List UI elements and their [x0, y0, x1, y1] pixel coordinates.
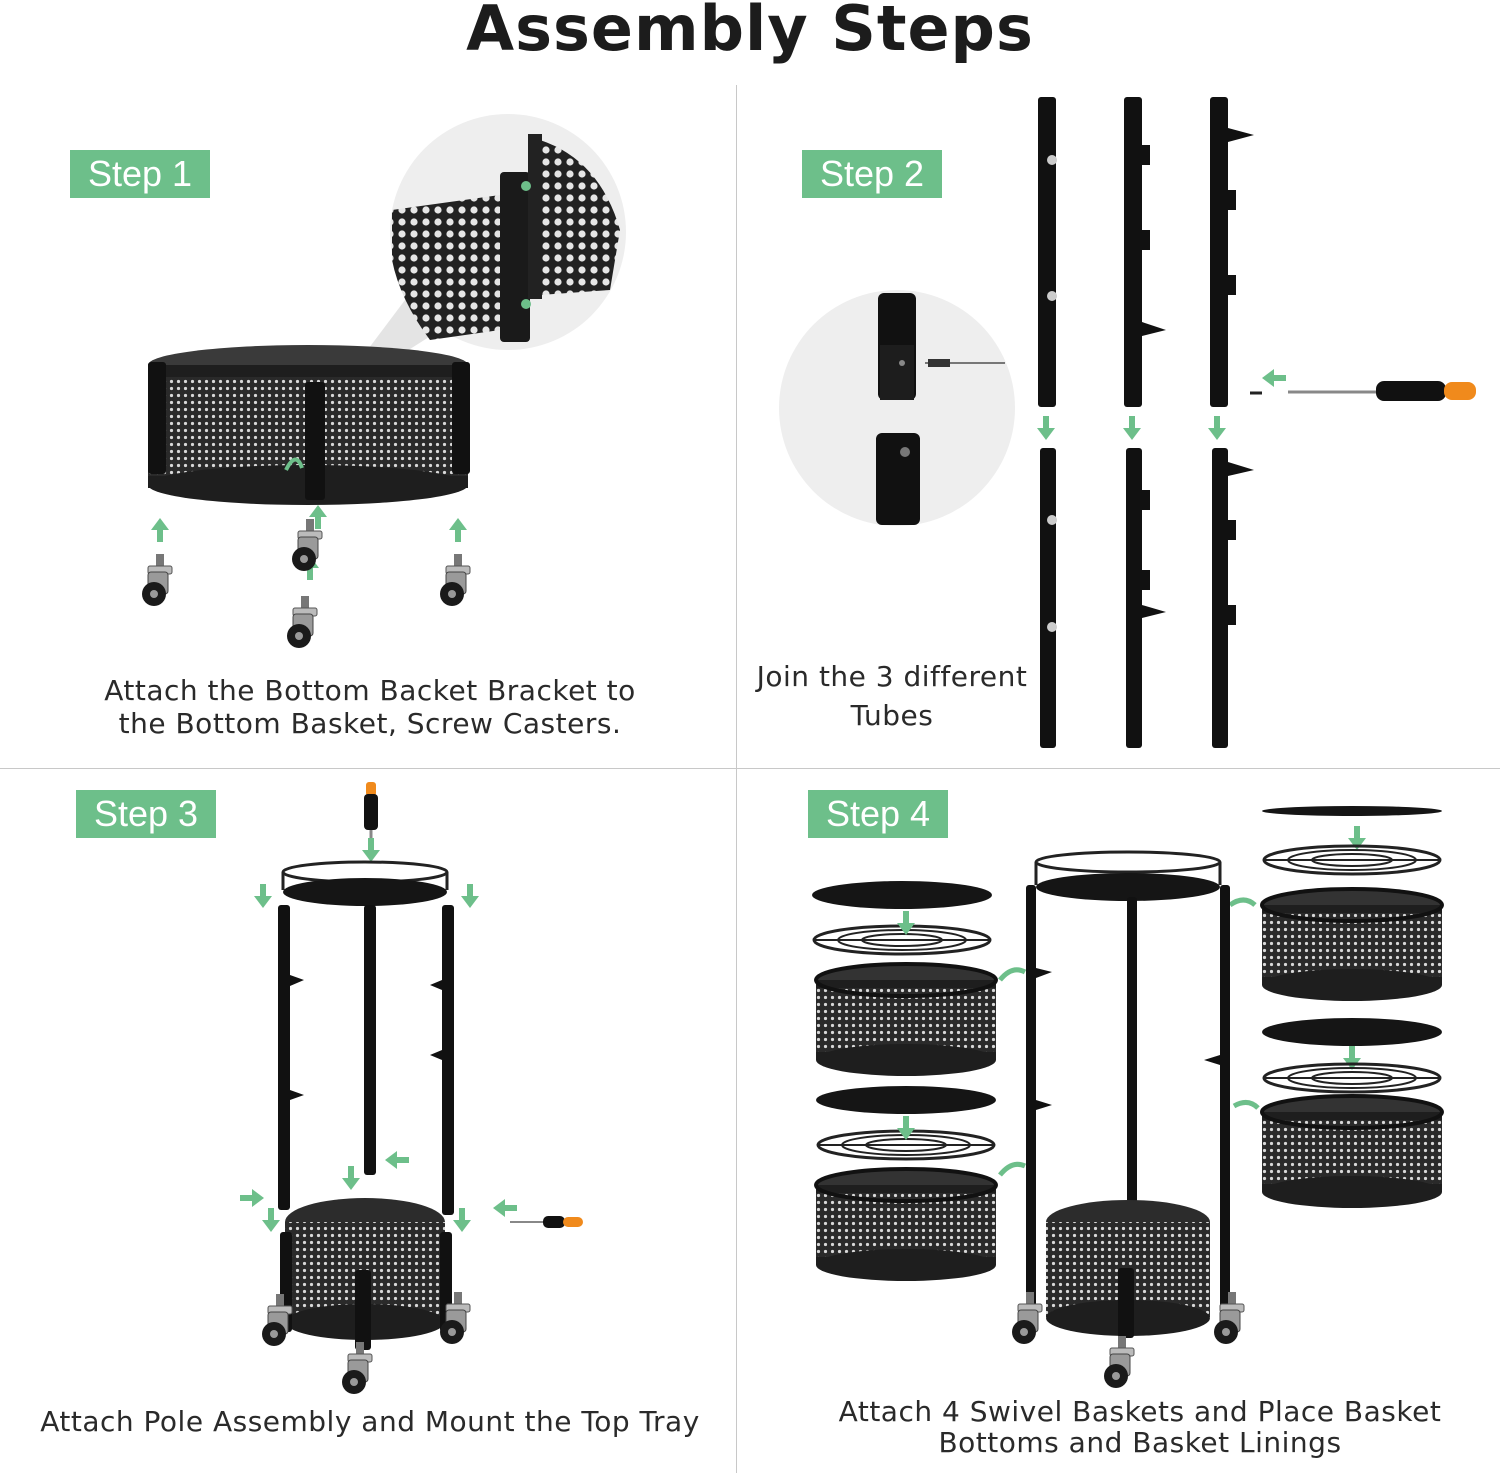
step-1-badge: Step 1 — [70, 150, 211, 198]
step-3-badge: Step 3 — [76, 790, 217, 838]
step-2-illustration — [779, 97, 1476, 748]
step-4-badge: Step 4 — [808, 790, 949, 838]
step-1-illustration — [141, 114, 626, 649]
step-4-caption: Attach 4 Swivel Baskets and Place Basket… — [838, 1395, 1442, 1459]
vertical-divider — [736, 85, 737, 1473]
step-2-badge: Step 2 — [802, 150, 943, 198]
step-4-illustration — [812, 806, 1444, 1389]
page-title: Assembly Steps — [466, 0, 1034, 65]
step-3-caption: Attach Pole Assembly and Mount the Top T… — [40, 1405, 700, 1438]
step-3-illustration — [240, 782, 583, 1395]
horizontal-divider — [0, 768, 1500, 769]
